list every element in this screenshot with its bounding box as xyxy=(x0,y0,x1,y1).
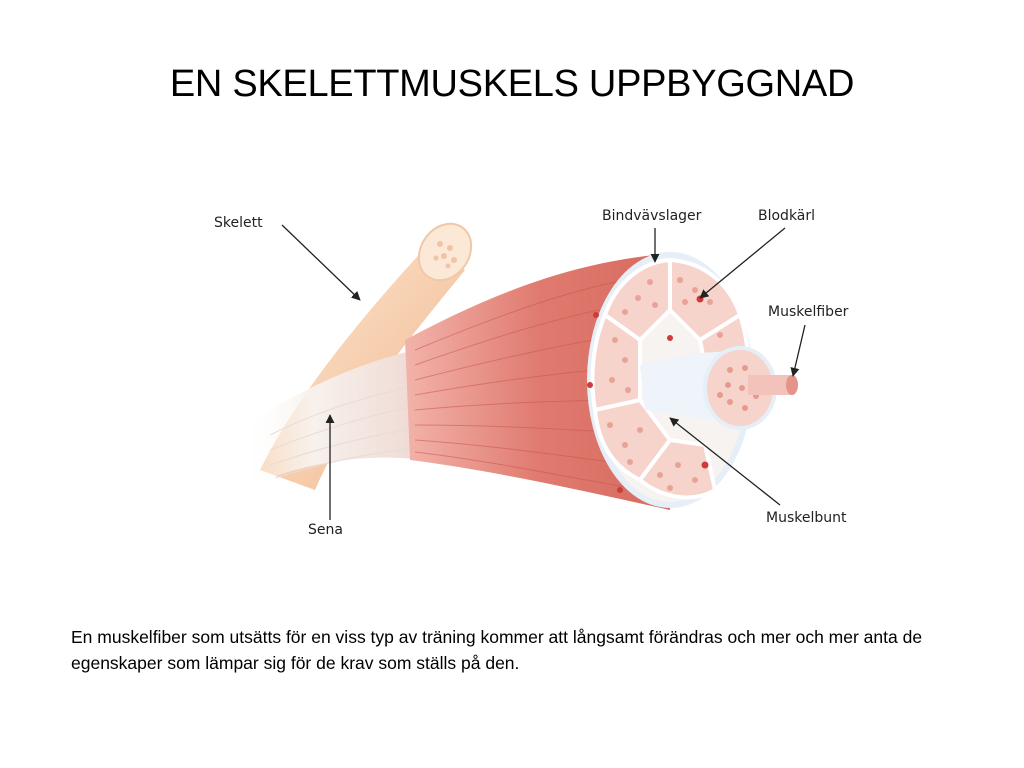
slide-body-text: En muskelfiber som utsätts för en viss t… xyxy=(71,627,923,673)
extracted-muscle-bundle xyxy=(640,346,798,430)
leader-lines xyxy=(281,224,806,520)
blood-vessel-dots xyxy=(587,295,709,493)
label-connective-layer: Bindvävslager xyxy=(602,208,702,224)
muscle-anatomy-figure: Skelett Sena Bindvävslager Blodkärl Musk… xyxy=(200,190,880,560)
blood-vessel-pointer xyxy=(699,227,786,299)
slide-title: EN SKELETTMUSKELS UPPBYGGNAD xyxy=(169,63,855,105)
label-muscle-fiber: Muskelfiber xyxy=(768,304,849,320)
muscle-illustration: Skelett Sena Bindvävslager Blodkärl Musk… xyxy=(214,208,849,538)
skeleton-pointer xyxy=(281,224,361,301)
label-tendon: Sena xyxy=(308,522,343,538)
label-skeleton: Skelett xyxy=(214,215,263,231)
muscle-fiber-pointer xyxy=(790,324,806,377)
muscle-cross-section xyxy=(587,252,798,508)
muscle-bundle-pointer xyxy=(669,417,781,506)
label-blood-vessel: Blodkärl xyxy=(758,208,815,224)
label-muscle-bundle: Muskelbunt xyxy=(766,510,847,526)
